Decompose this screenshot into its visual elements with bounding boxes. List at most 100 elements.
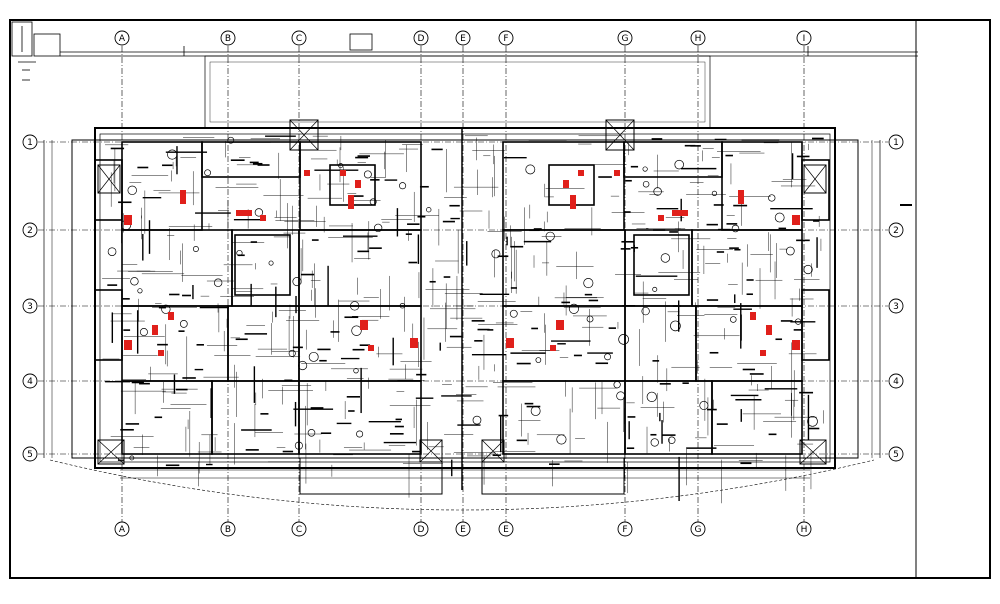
- annotation-mark: [780, 320, 793, 322]
- grid-bubble-circle: [22, 222, 38, 238]
- annotation-mark: [796, 155, 810, 158]
- annotation-mark: [812, 137, 824, 140]
- fixture-symbol: [356, 430, 364, 438]
- annotation-mark: [260, 413, 269, 415]
- annotation-mark: [716, 251, 725, 253]
- annotation-mark: [107, 284, 118, 286]
- red-fixture: [563, 180, 569, 188]
- room-wall: [201, 141, 301, 178]
- annotation-mark: [449, 204, 460, 207]
- red-fixture: [792, 215, 800, 225]
- fixture-symbol: [204, 169, 211, 177]
- fixture-symbol: [338, 163, 344, 169]
- fixture-symbol: [373, 223, 383, 233]
- red-fixture: [766, 325, 772, 335]
- annotation-mark: [389, 433, 404, 435]
- annotation-mark: [652, 229, 666, 231]
- grid-bubble-circle: [22, 373, 38, 389]
- annotation-mark: [734, 248, 741, 251]
- annotation-mark: [622, 305, 636, 307]
- annotation-mark: [419, 185, 429, 188]
- red-fixture: [158, 350, 164, 356]
- grid-bubble-circle: [617, 521, 633, 537]
- room-wall: [298, 229, 422, 307]
- grid-bubble-circle: [413, 521, 429, 537]
- room-wall: [502, 380, 626, 455]
- annotation-mark: [394, 425, 404, 428]
- grid-bubble-circle: [114, 521, 130, 537]
- annotation-mark: [477, 328, 490, 331]
- column-bubble-bottom: B: [220, 521, 236, 537]
- column-bubble-bottom: C: [291, 521, 307, 537]
- annotation-mark: [626, 447, 635, 450]
- fixture-symbol: [288, 349, 296, 357]
- grid-bubble-circle: [888, 298, 904, 314]
- fixture-symbol: [731, 224, 740, 233]
- red-fixture: [368, 345, 374, 351]
- grid-bubble-label: B: [225, 34, 231, 44]
- annotation-mark: [443, 276, 451, 278]
- annotation-mark: [110, 147, 125, 150]
- top-left-detail: [11, 21, 918, 81]
- annotation-mark: [442, 220, 455, 223]
- annotation-mark: [573, 354, 582, 357]
- annotation-mark: [625, 179, 632, 182]
- grid-lines: [38, 46, 888, 522]
- row-bubble-left: 3: [22, 298, 38, 314]
- annotation-mark: [661, 434, 676, 436]
- room-wall: [94, 289, 123, 361]
- fixture-symbol: [369, 198, 377, 206]
- grid-bubble-label: C: [296, 34, 302, 44]
- fixture-symbol: [699, 400, 709, 410]
- annotation-mark: [412, 450, 421, 453]
- fixture-symbol: [353, 367, 359, 374]
- fixture-symbol: [642, 180, 650, 188]
- annotation-mark: [651, 138, 663, 140]
- fixture-symbol: [670, 320, 681, 332]
- column-bubble-top: G: [617, 30, 633, 46]
- grid-bubble-circle: [455, 30, 471, 46]
- fixture-symbol: [350, 301, 360, 311]
- fixture-symbol: [179, 320, 188, 328]
- fixture-symbol: [307, 429, 316, 437]
- grid-bubble-label: G: [695, 525, 702, 535]
- annotation-mark: [529, 229, 540, 232]
- fixture-symbol: [139, 328, 148, 337]
- red-fixture: [124, 215, 132, 225]
- red-fixture: [578, 170, 584, 176]
- annotation-mark: [598, 176, 612, 178]
- red-fixture: [355, 180, 361, 188]
- fixture-symbol: [399, 182, 407, 190]
- grid-bubble-circle: [455, 521, 471, 537]
- annotation-mark: [250, 241, 258, 243]
- annotation-mark: [154, 416, 163, 419]
- annotation-mark: [746, 293, 753, 296]
- annotation-mark: [813, 220, 820, 222]
- fixture-symbol: [730, 316, 737, 323]
- red-fixture: [672, 210, 688, 216]
- fixture-symbol: [586, 315, 594, 323]
- annotation-mark: [319, 359, 327, 362]
- grid-bubble-circle: [617, 30, 633, 46]
- fixture-symbol: [618, 334, 629, 345]
- shaft-x-box: [803, 164, 827, 194]
- red-fixture: [760, 350, 766, 356]
- fixture-symbol: [530, 406, 541, 416]
- red-fixture: [180, 190, 186, 204]
- annotation-mark: [300, 273, 315, 276]
- annotation-mark: [729, 247, 739, 249]
- room-wall: [121, 141, 203, 231]
- fixture-symbol: [227, 136, 235, 144]
- grid-bubble-label: E: [503, 525, 509, 535]
- annotation-mark: [672, 305, 681, 307]
- annotation-mark: [178, 330, 185, 332]
- grid-bubble-circle: [291, 521, 307, 537]
- fixture-symbol: [167, 149, 178, 160]
- grid-bubble-circle: [291, 30, 307, 46]
- annotation-mark: [408, 261, 418, 264]
- room-wall: [298, 380, 422, 455]
- annotation-mark: [330, 331, 340, 333]
